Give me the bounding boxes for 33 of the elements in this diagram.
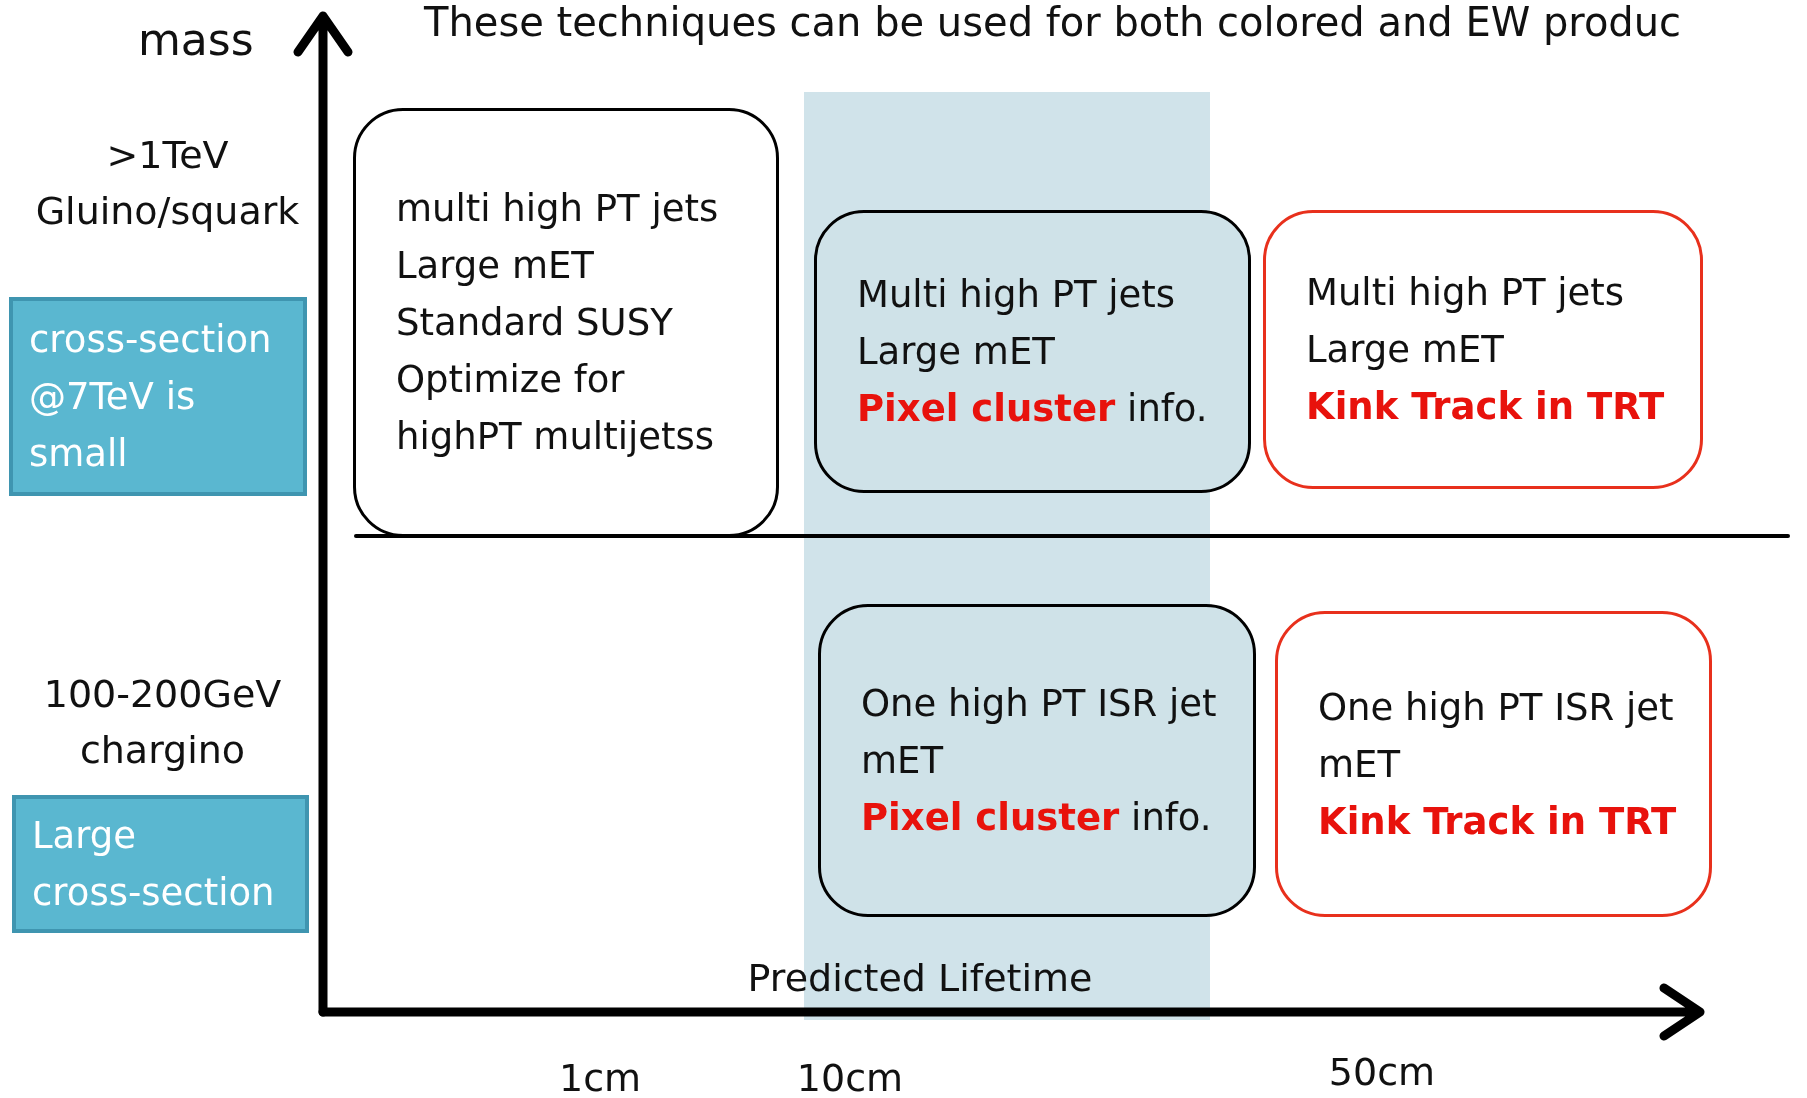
text-line: mET — [1318, 741, 1402, 788]
text-line: Kink Track in TRT — [1318, 798, 1678, 845]
note-box — [12, 795, 309, 933]
text-line: One high PT ISR jet — [1318, 684, 1675, 731]
rounded-box — [818, 604, 1256, 917]
rounded-box — [353, 108, 779, 537]
text-line: One high PT ISR jet — [861, 681, 1218, 727]
text-line: Multi high PT jets — [1306, 270, 1626, 316]
text-line: Pixel cluster info. — [857, 386, 1209, 432]
text-line: Standard SUSY — [396, 300, 674, 346]
rounded-box — [1275, 611, 1712, 917]
note-box — [9, 297, 307, 496]
axis-title: mass — [138, 13, 255, 67]
text-line: Large mET — [1306, 327, 1505, 373]
text-line: Optimize for highPT multijetss — [396, 357, 716, 460]
axis-title: Predicted Lifetime — [746, 955, 1094, 1002]
rounded-box — [814, 210, 1251, 493]
text-line: Large mET — [396, 243, 595, 289]
text-line: Pixel cluster info. — [861, 795, 1213, 841]
tick-label: 1cm — [557, 1055, 643, 1098]
tick-label: 50cm — [1327, 1049, 1437, 1096]
text-line: cross-section @7TeV is small — [29, 317, 273, 477]
text-line: Multi high PT jets — [857, 272, 1177, 318]
tick-label: 10cm — [795, 1055, 905, 1098]
text-line: multi high PT jets — [396, 186, 720, 232]
text-line: Large cross-section — [32, 813, 276, 916]
title: These techniques can be used for both colored and EW produc — [424, 0, 1682, 47]
mass-label: >1TeV Gluino/squark — [34, 132, 301, 235]
mass-label: 100-200GeV chargino — [42, 671, 283, 774]
text-line: Kink Track in TRT — [1306, 384, 1666, 430]
text-line: Large mET — [857, 329, 1056, 375]
text-line: mET — [861, 738, 945, 784]
rounded-box — [1263, 210, 1703, 489]
